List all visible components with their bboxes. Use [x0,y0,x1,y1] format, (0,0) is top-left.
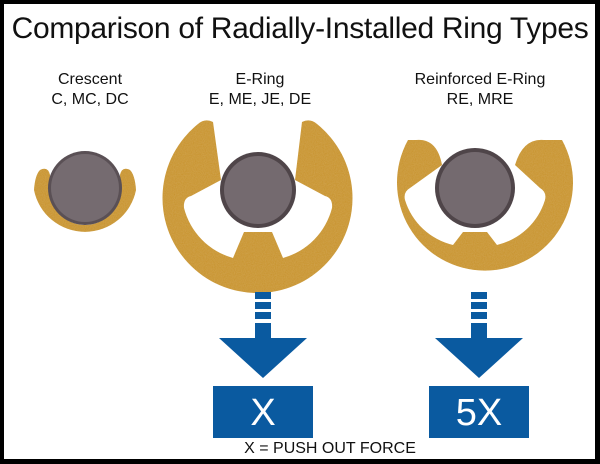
e-ring-name: E-Ring [235,71,285,88]
force-legend: X = PUSH OUT FORCE [244,440,416,457]
push-arrow-icon [213,292,313,438]
e-ring-codes: E, ME, JE, DE [208,91,312,108]
reinforced-e-ring-codes: RE, MRE [446,91,514,108]
crescent-name: Crescent [57,71,123,88]
crescent-label: Crescent C, MC, DC [20,70,160,110]
push-arrow-icon [429,292,529,438]
crescent-codes: C, MC, DC [51,91,129,108]
crescent-ring-icon [34,151,136,232]
diagram-frame [4,4,595,459]
e-ring-label: E-Ring E, ME, JE, DE [190,70,330,110]
reinforced-force-value: 5X [455,392,503,434]
reinforced-e-ring-name: Reinforced E-Ring [414,71,546,88]
e-ring-icon [162,120,353,294]
page-title: Comparison of Radially-Installed Ring Ty… [11,12,589,45]
reinforced-e-ring-label: Reinforced E-Ring RE, MRE [390,70,570,110]
e-ring-force-value: X [250,392,276,434]
reinforced-e-ring-icon [397,139,574,271]
